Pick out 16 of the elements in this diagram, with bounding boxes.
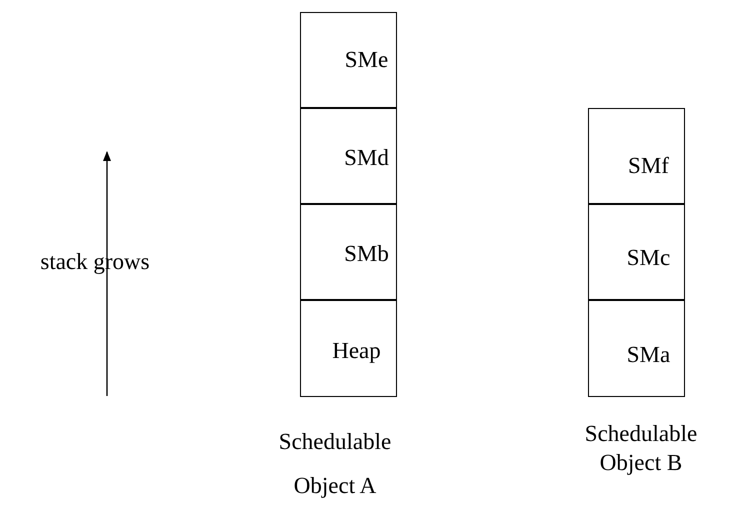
- frame-label: SMf: [628, 152, 669, 179]
- stack-frame-box: [588, 300, 685, 397]
- stack-frame-box: [300, 204, 397, 300]
- frame-label: SMa: [626, 340, 670, 368]
- stack-frame-box: [588, 204, 685, 300]
- frame-label: SMc: [626, 244, 670, 271]
- stack-frame-box: [300, 300, 397, 397]
- stack-frame-box: [588, 108, 685, 204]
- frame-label: Heap: [332, 336, 381, 364]
- stack-caption: Schedulable Object A: [278, 428, 392, 500]
- frame-label: SMb: [344, 240, 389, 267]
- stack-frame-box: [300, 108, 397, 204]
- stack-caption: Schedulable Object B: [584, 420, 698, 477]
- frame-label: SMe: [344, 46, 388, 73]
- frame-label: SMd: [344, 144, 389, 171]
- stack-frame-box: [300, 12, 397, 108]
